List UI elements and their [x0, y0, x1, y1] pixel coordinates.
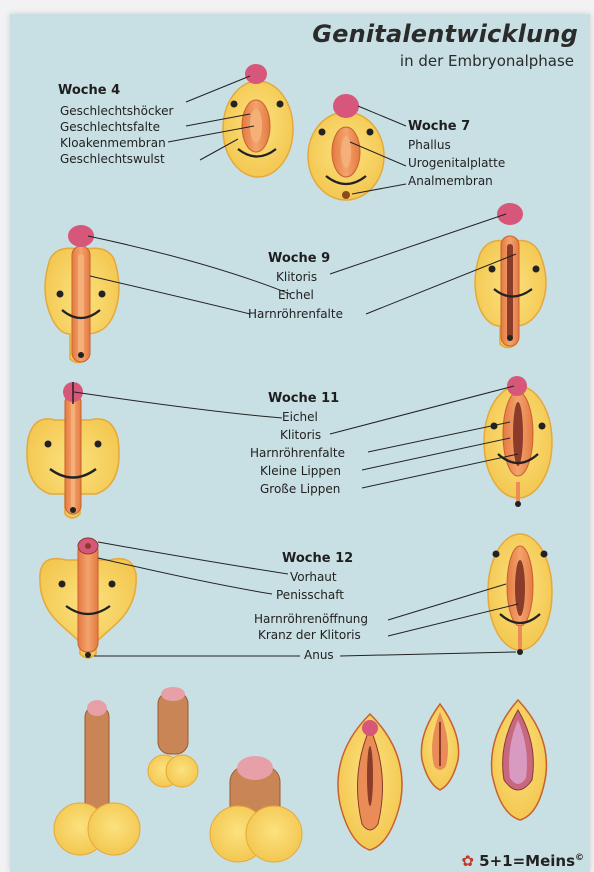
- week12-label-2: Penisschaft: [276, 588, 344, 602]
- week12-label-5: Anus: [304, 648, 334, 662]
- week4-label-4: Geschlechtswulst: [60, 152, 165, 166]
- week9-female: [475, 203, 546, 348]
- brand-mark: ©: [575, 853, 584, 863]
- week12-male: [40, 538, 136, 658]
- week4-label-2: Geschlechtsfalte: [60, 120, 160, 134]
- week4-embryo: [223, 64, 293, 177]
- brand-text: 5+1=Meins: [479, 852, 575, 870]
- week12-female: [488, 534, 552, 655]
- week11-title: Woche 11: [268, 392, 339, 406]
- week12-title: Woche 12: [282, 552, 353, 566]
- week9-label-2: Eichel: [278, 288, 314, 302]
- adult-female-2: [421, 704, 458, 790]
- week9-male: [45, 225, 119, 363]
- week7-embryo: [308, 94, 384, 200]
- week7-title: Woche 7: [408, 120, 470, 134]
- week11-label-2: Klitoris: [280, 428, 321, 442]
- week7-label-3: Analmembran: [408, 174, 493, 188]
- adult-female-1: [338, 714, 402, 850]
- week12-label-1: Vorhaut: [290, 570, 337, 584]
- adult-male-3: [210, 756, 302, 862]
- week4-title: Woche 4: [58, 84, 120, 98]
- week4-label-1: Geschlechtshöcker: [60, 104, 173, 118]
- week11-male: [27, 382, 119, 518]
- adult-male-1: [54, 700, 140, 855]
- week11-label-3: Harnröhrenfalte: [250, 446, 345, 460]
- week12-label-4: Kranz der Klitoris: [258, 628, 361, 642]
- week12-label-3: Harnröhrenöffnung: [254, 612, 368, 626]
- week9-title: Woche 9: [268, 252, 330, 266]
- week11-label-1: Eichel: [282, 410, 318, 424]
- brand-logo: ✿ 5+1=Meins©: [461, 852, 584, 870]
- adult-male-2: [148, 687, 198, 787]
- week7-label-1: Phallus: [408, 138, 451, 152]
- week9-label-1: Klitoris: [276, 270, 317, 284]
- poster: Genitalentwicklung in der Embryonalphase: [10, 14, 590, 872]
- week4-label-3: Kloakenmembran: [60, 136, 166, 150]
- week7-label-2: Urogenitalplatte: [408, 156, 505, 170]
- adult-female-3: [492, 700, 547, 820]
- rose-icon: ✿: [461, 852, 474, 870]
- week11-label-4: Kleine Lippen: [260, 464, 341, 478]
- week11-label-5: Große Lippen: [260, 482, 340, 496]
- week9-label-3: Harnröhrenfalte: [248, 307, 343, 321]
